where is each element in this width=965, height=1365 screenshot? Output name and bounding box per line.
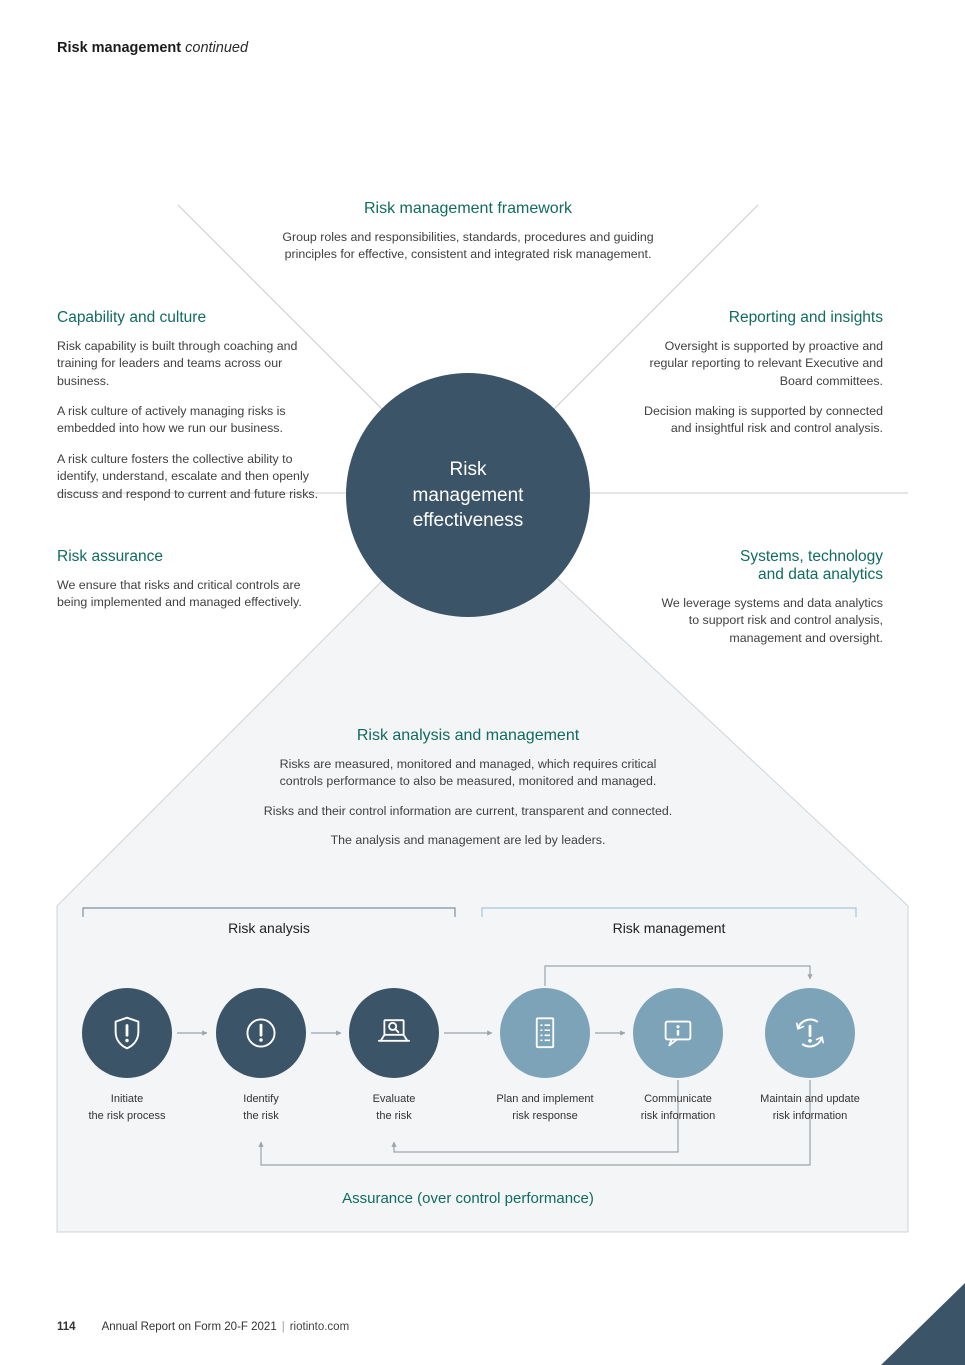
section-framework-body: Group roles and responsibilities, standa… [282, 230, 654, 262]
step-initiate-risk-process: Initiate the risk process [60, 988, 194, 1124]
group-label-risk-analysis: Risk analysis [228, 920, 310, 936]
risk-management-bracket [481, 907, 857, 917]
group-label-risk-management: Risk management [612, 920, 726, 936]
paragraph: A risk culture fosters the collective ab… [57, 451, 319, 501]
page-heading: Risk management continued [57, 40, 248, 56]
page-heading-title: Risk management [57, 40, 182, 56]
speech-bubble-info-icon [664, 1020, 692, 1047]
paragraph: Oversight is supported by proactive and … [649, 339, 884, 388]
paragraph: We leverage systems and data analytics t… [661, 596, 883, 645]
step-circle [633, 988, 723, 1078]
section-framework-title: Risk management framework [363, 200, 573, 217]
section-risk-assurance-title: Risk assurance [57, 548, 163, 565]
laptop-search-icon [377, 1019, 411, 1042]
shield-exclamation-icon [114, 1016, 140, 1050]
step-circle [82, 988, 172, 1078]
step-label: Communicate risk information [640, 1093, 716, 1122]
step-communicate-information: Communicate risk information [611, 988, 745, 1124]
step-plan-implement-response: Plan and implement risk response [478, 988, 612, 1124]
section-analysis-title: Risk analysis and management [356, 727, 580, 744]
feedback-arrow-maintain-to-identify [258, 1080, 811, 1166]
corner-triangle [881, 1283, 965, 1365]
risk-analysis-bracket [82, 907, 456, 917]
page-footer: 114 Annual Report on Form 20-F 2021 | rioti… [57, 1321, 349, 1333]
center-circle-label: Risk management effectiveness [412, 459, 524, 531]
section-systems: Systems, technology and data analytics W… [653, 548, 883, 647]
center-circle [346, 373, 590, 617]
step-maintain-update-information: Maintain and update risk information [743, 988, 877, 1124]
step-circle [765, 988, 855, 1078]
page-heading-continued: continued [185, 40, 249, 56]
paragraph: Risks and their control information are … [263, 803, 673, 818]
section-analysis: Risk analysis and management Risks are m… [228, 727, 708, 849]
section-reporting: Reporting and insights Oversight is supp… [643, 309, 883, 438]
paragraph: A risk culture of actively managing risk… [57, 404, 286, 436]
paragraph: Risk capability is built through coachin… [57, 339, 298, 388]
refresh-exclamation-icon [795, 1018, 825, 1048]
step-label: Identify the risk [243, 1093, 279, 1122]
step-circle [216, 988, 306, 1078]
bypass-arrow-plan-to-maintain [544, 965, 813, 986]
assurance-caption: Assurance (over control performance) [342, 1190, 594, 1207]
footer-separator: | [281, 1321, 285, 1333]
step-label: Maintain and update risk information [760, 1093, 860, 1122]
paragraph: Decision making is supported by connecte… [644, 404, 883, 436]
section-capability-title: Capability and culture [57, 309, 207, 326]
checklist-document-icon [535, 1017, 555, 1049]
paragraph: We ensure that risks and critical contro… [57, 578, 302, 610]
section-systems-title: Systems, technology and data analytics [739, 548, 883, 583]
step-label: Evaluate the risk [372, 1093, 416, 1122]
feedback-arrow-communicate-to-evaluate [391, 1080, 679, 1153]
step-label: Plan and implement risk response [496, 1093, 594, 1122]
paragraph: Risks are measured, monitored and manage… [279, 757, 657, 789]
section-reporting-title: Reporting and insights [728, 309, 883, 326]
section-risk-assurance: Risk assurance We ensure that risks and … [57, 548, 309, 612]
step-evaluate-risk: Evaluate the risk [327, 988, 461, 1124]
alert-circle-icon [246, 1018, 276, 1048]
footer-report-title: Annual Report on Form 20-F 2021 [101, 1321, 277, 1333]
section-framework: Risk management framework Group roles an… [248, 200, 688, 264]
step-circle [500, 988, 590, 1078]
flow-arrows [177, 965, 813, 1166]
step-identify-risk: Identify the risk [194, 988, 328, 1124]
footer-website-link[interactable]: riotinto.com [289, 1321, 350, 1333]
section-capability: Capability and culture Risk capability i… [57, 309, 319, 503]
step-circle [349, 988, 439, 1078]
page-number: 114 [57, 1321, 76, 1333]
paragraph: The analysis and management are led by l… [330, 833, 606, 848]
step-label: Initiate the risk process [88, 1093, 166, 1122]
